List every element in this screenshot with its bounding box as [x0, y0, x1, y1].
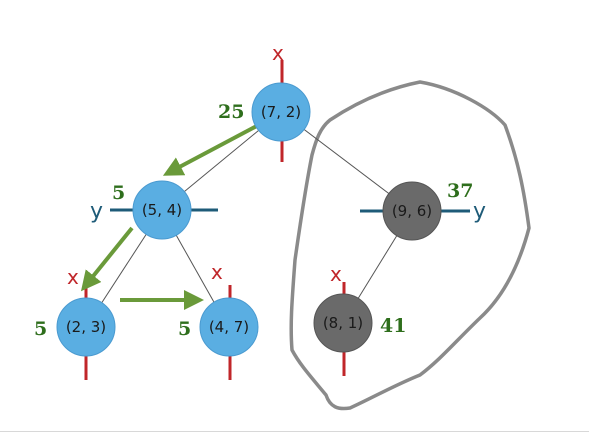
node-circle — [382, 181, 442, 241]
search-arrow-72-to-54 — [162, 118, 269, 176]
node-label: (8, 1) — [323, 314, 363, 332]
node-2-3: (2, 3) — [56, 297, 116, 357]
node-label: (7, 2) — [261, 103, 301, 121]
node-label: (4, 7) — [209, 318, 249, 336]
axis-label-x-72: x — [272, 41, 284, 65]
node-circle — [251, 82, 311, 142]
node-7-2: (7, 2) — [251, 82, 311, 142]
search-arrow-54-to-23 — [80, 226, 134, 292]
node-9-6: (9, 6) — [382, 181, 442, 241]
axis-label-y-96: y — [473, 199, 486, 224]
distance-label-96: 37 — [447, 180, 473, 202]
bottom-divider — [0, 431, 589, 432]
node-circle — [56, 297, 116, 357]
distance-label-54: 5 — [112, 182, 125, 204]
distance-label-72: 25 — [218, 101, 244, 123]
node-5-4: (5, 4) — [132, 180, 192, 240]
node-label: (9, 6) — [392, 202, 432, 220]
node-circle — [313, 293, 373, 353]
axis-label-x-23: x — [67, 265, 79, 289]
axis-label-x-47: x — [211, 260, 223, 284]
node-label: (5, 4) — [142, 201, 182, 219]
node-label: (2, 3) — [66, 318, 106, 336]
distance-label-23: 5 — [34, 318, 47, 340]
axis-label-y-54: y — [90, 199, 103, 224]
node-8-1: (8, 1) — [313, 293, 373, 353]
distance-label-81: 41 — [380, 315, 406, 337]
axis-label-x-81: x — [330, 262, 342, 286]
node-circle — [132, 180, 192, 240]
node-4-7: (4, 7) — [199, 297, 259, 357]
search-path-arrows — [80, 118, 269, 310]
pruned-region-outline — [289, 80, 531, 411]
distance-label-47: 5 — [178, 318, 191, 340]
node-circle — [199, 297, 259, 357]
